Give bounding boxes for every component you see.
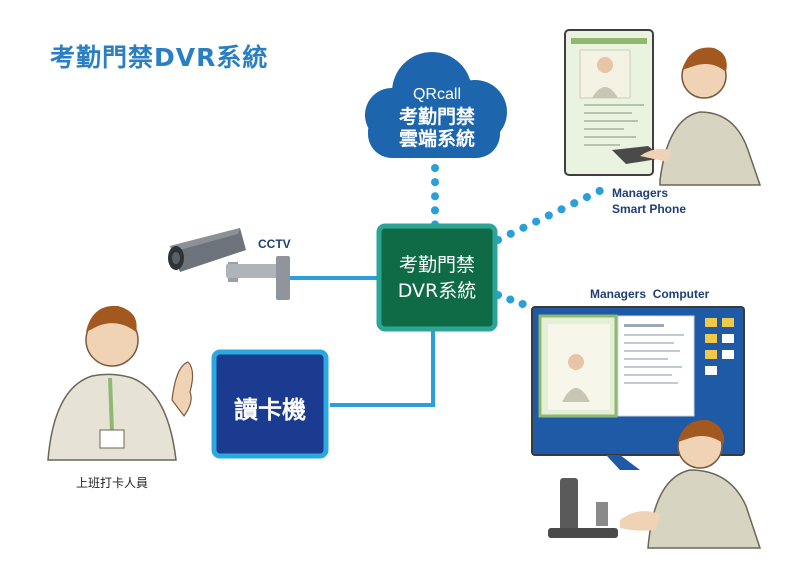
hub-label-line1: 考勤門禁 [398, 254, 475, 276]
phone-label-line2: Smart Phone [612, 202, 687, 216]
reader-label: 讀卡機 [234, 396, 306, 424]
hub-label-line2: DVR系統 [397, 280, 477, 302]
computer-label: Managers Computer [590, 287, 710, 301]
cloud-icon [365, 52, 507, 158]
link-hub-computer [494, 291, 532, 310]
cctv-label: CCTV [258, 237, 291, 251]
cloud-label: QRcall 考勤門禁 雲端系統 [392, 84, 482, 150]
phone-label-line1: Managers [612, 186, 669, 200]
monitor-icon [531, 306, 745, 538]
reader-box [211, 349, 329, 459]
connections [290, 164, 616, 407]
phone-label: Managers Smart Phone [612, 185, 686, 217]
hub-box [376, 223, 498, 332]
employee-label: 上班打卡人員 [76, 476, 149, 490]
cloud-label-line2: 考勤門禁 [398, 106, 475, 128]
link-hub-reader [330, 330, 435, 407]
manager-person-icon [620, 419, 762, 549]
manager-person-icon [612, 47, 762, 186]
page-title: 考勤門禁DVR系統 [50, 43, 269, 72]
employee-person-icon [47, 305, 194, 461]
cloud-label-line3: 雲端系統 [398, 128, 475, 150]
hub-label: 考勤門禁 DVR系統 [383, 252, 491, 304]
smartphone-icon [564, 29, 654, 176]
cloud-label-line1: QRcall [412, 86, 461, 103]
cctv-camera-icon [168, 228, 290, 300]
link-hub-phone [494, 181, 616, 244]
